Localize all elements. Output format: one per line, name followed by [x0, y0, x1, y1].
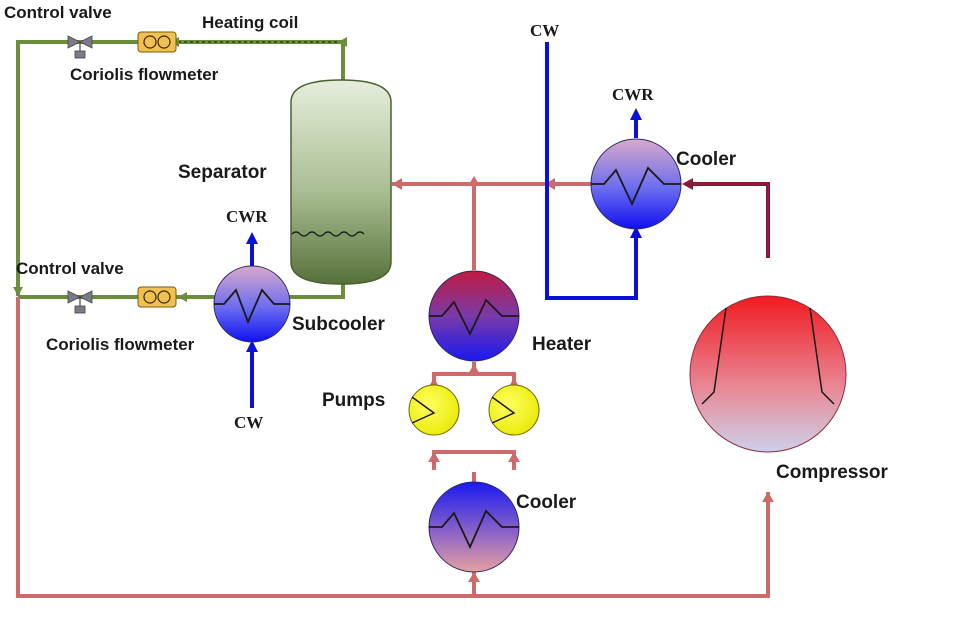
- control-valve-bottom: [67, 290, 93, 314]
- label-separator: Separator: [178, 162, 267, 183]
- arrow-cwr-sub: [246, 232, 258, 244]
- control-valve-icon: [67, 290, 81, 304]
- pump-icon: [411, 396, 436, 424]
- label-cw-subcooler: CW: [234, 413, 263, 432]
- bottom-liquid-line: [18, 282, 345, 299]
- label-compressor: Compressor: [776, 462, 889, 483]
- arrow-cw-sub: [246, 340, 258, 352]
- label-heater: Heater: [532, 334, 592, 355]
- label-pumps: Pumps: [322, 390, 385, 411]
- pump-discharge-manifold: [432, 372, 516, 388]
- heat-exchanger-icon: [429, 298, 519, 337]
- coriolis-flowmeter-bottom: [137, 286, 177, 308]
- cooler-top-exchanger: [590, 138, 682, 230]
- label-cwr-cooler: CWR: [612, 85, 654, 104]
- label-subcooler: Subcooler: [292, 314, 386, 335]
- pump-a: [408, 384, 460, 436]
- label-control-valve-top: Control valve: [4, 3, 112, 22]
- hot-gas-line: [686, 182, 770, 258]
- coriolis-flowmeter-top: [137, 31, 177, 53]
- arrow-header-mid: [468, 176, 480, 186]
- heat-exchanger-icon: [429, 509, 519, 550]
- arrow-cw-top: [630, 226, 642, 238]
- compressor-icon: [809, 307, 835, 405]
- compressor-icon: [701, 307, 727, 405]
- label-cooler-top: Cooler: [676, 149, 737, 170]
- arrow-hot-gas: [682, 178, 693, 190]
- label-coriolis-top: Coriolis flowmeter: [70, 65, 219, 84]
- separator-vessel: [290, 79, 392, 285]
- pump-icon: [491, 396, 516, 424]
- label-cwr-subcooler: CWR: [226, 207, 268, 226]
- pump-suction-manifold: [432, 450, 516, 470]
- heat-exchanger-icon: [214, 288, 290, 325]
- arrow-heater-in: [468, 364, 480, 374]
- control-valve-top: [67, 35, 93, 59]
- pump-b: [488, 384, 540, 436]
- label-cw-top: CW: [530, 21, 559, 40]
- cw-top-line: [545, 42, 638, 300]
- arrow-cooler-in: [468, 572, 480, 582]
- compressor: [689, 295, 847, 453]
- control-valve-icon: [67, 35, 81, 49]
- cooler-bottom-exchanger: [428, 481, 520, 573]
- label-heating-coil: Heating coil: [202, 13, 298, 32]
- arrow-top-right: [338, 37, 347, 47]
- arrow-left-down: [13, 287, 23, 296]
- heat-exchanger-icon: [591, 166, 681, 207]
- arrow-compressor-in: [762, 492, 774, 502]
- heater-exchanger: [428, 270, 520, 362]
- label-control-valve-bottom: Control valve: [16, 259, 124, 278]
- arrow-bottom-left: [178, 292, 187, 302]
- arrow-header-left: [545, 178, 555, 190]
- label-coriolis-bottom: Coriolis flowmeter: [46, 335, 195, 354]
- label-cooler-bottom: Cooler: [516, 492, 577, 513]
- ammonia-lines: [16, 182, 770, 598]
- arrow-pump-a-in: [428, 452, 440, 462]
- bottom-return-line: [16, 297, 770, 598]
- arrow-sep-inlet: [392, 178, 402, 190]
- arrow-cwr-top: [630, 108, 642, 120]
- arrow-pump-b-in: [508, 452, 520, 462]
- subcooler-exchanger: [213, 265, 291, 343]
- separator-liquid-level: [291, 231, 365, 237]
